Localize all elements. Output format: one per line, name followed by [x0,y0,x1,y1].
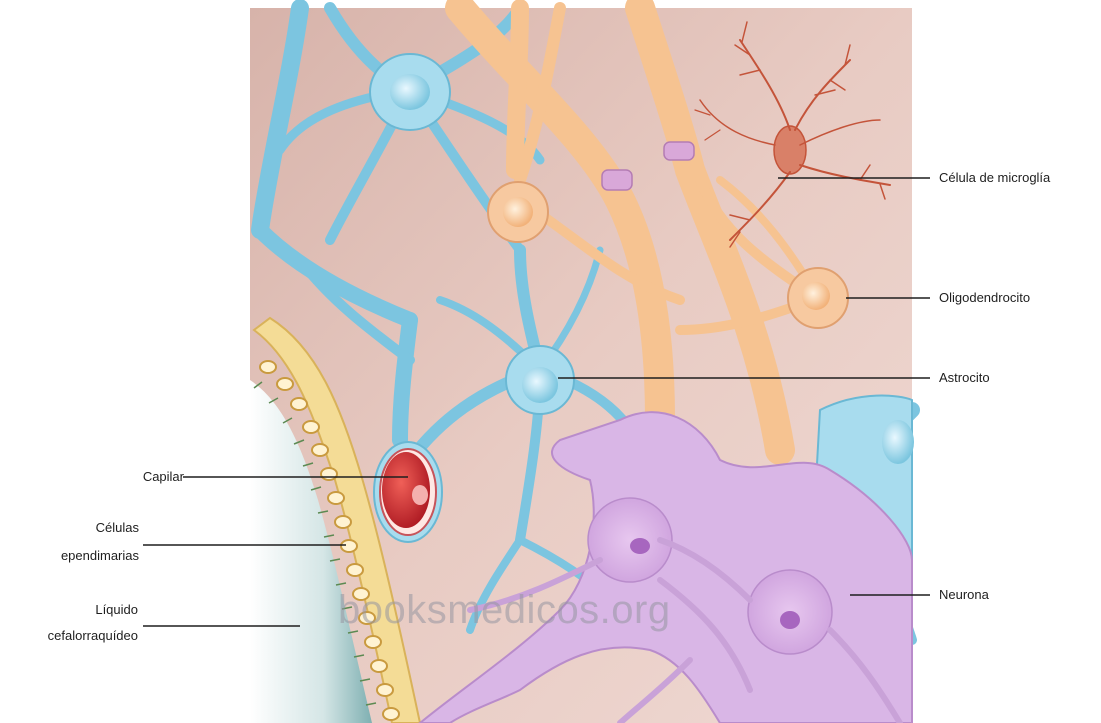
label-ependymal-line2: ependimarias [40,547,139,564]
label-capillary: Capilar [122,468,184,485]
capillary [374,442,442,542]
label-csf-line1: Líquido [20,601,138,618]
label-neuron: Neurona [939,586,989,603]
label-ependymal-line1: Células [40,519,139,536]
label-microglia: Célula de microglía [939,169,1050,186]
label-astrocyte: Astrocito [939,369,990,386]
label-oligodendrocyte: Oligodendrocito [939,289,1030,306]
label-csf-line2: cefalorraquídeo [20,627,138,644]
watermark: booksmedicos.org [338,588,671,633]
